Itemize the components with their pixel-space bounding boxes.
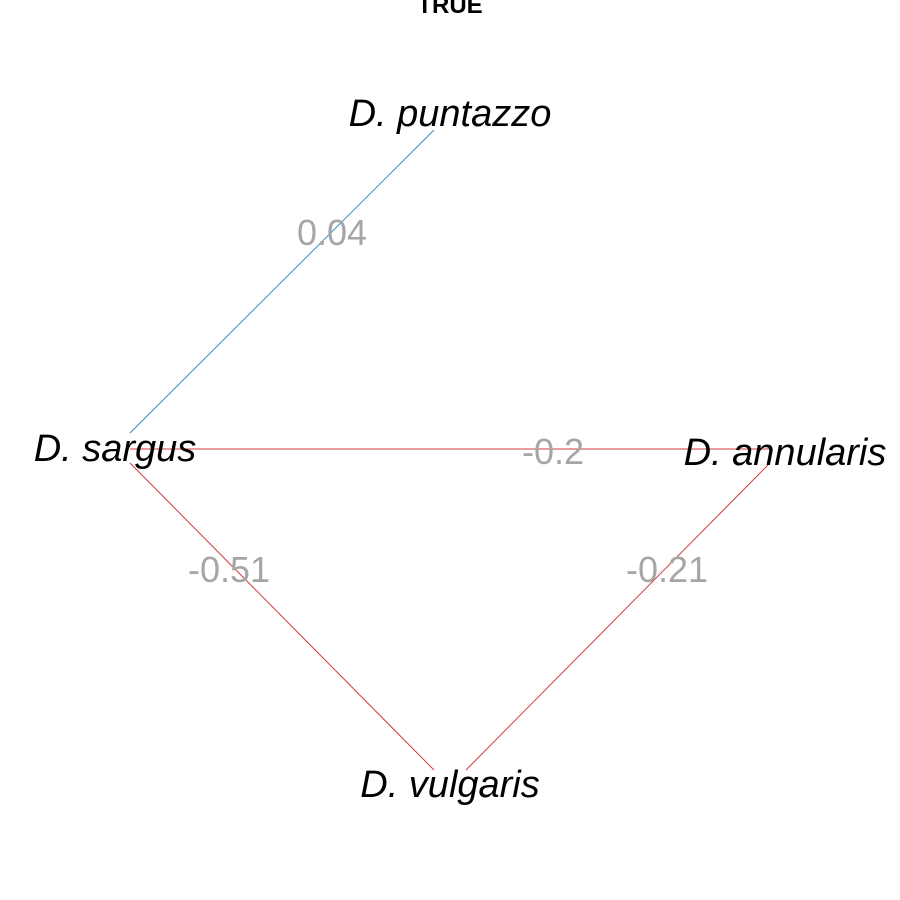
node-label-annularis: D. annularis [684, 432, 887, 474]
edge-vulgaris-annularis [465, 462, 771, 771]
edge-lines [129, 129, 771, 771]
edge-label-sargus-puntazzo: 0.04 [297, 212, 367, 253]
edge-label-sargus-vulgaris: -0.51 [188, 549, 270, 590]
node-label-sargus: D. sargus [34, 428, 197, 470]
edge-label-vulgaris-annularis: -0.21 [626, 549, 708, 590]
node-label-vulgaris: D. vulgaris [360, 764, 540, 806]
edge-sargus-puntazzo [129, 129, 435, 434]
node-label-puntazzo: D. puntazzo [349, 93, 552, 135]
node-labels: D. puntazzo D. sargus D. annularis D. vu… [34, 93, 887, 806]
edge-labels: 0.04 -0.2 -0.51 -0.21 [188, 212, 708, 590]
diagram-title: TRUE [417, 0, 482, 19]
edge-sargus-vulgaris [129, 462, 435, 771]
edge-label-sargus-annularis: -0.2 [522, 431, 584, 472]
